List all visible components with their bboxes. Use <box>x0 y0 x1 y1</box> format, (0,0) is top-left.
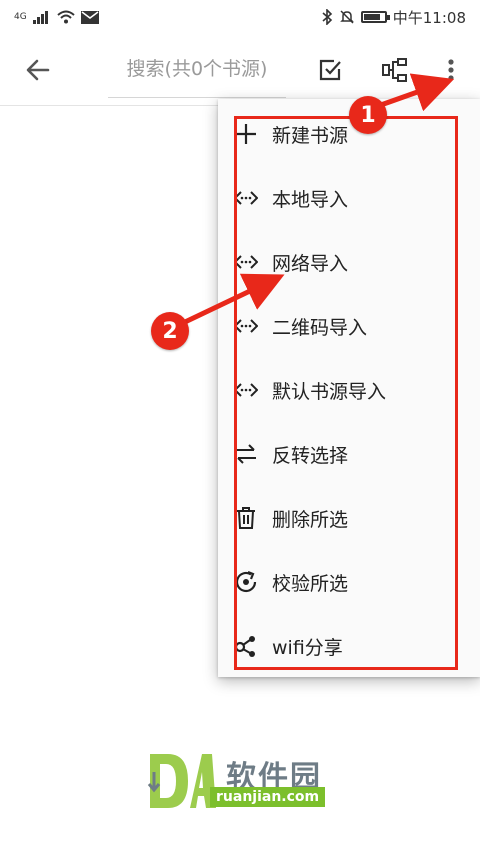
badge-step-1: 1 <box>349 96 387 134</box>
watermark-url: ruanjian.com <box>210 787 326 807</box>
menu-item-default-import[interactable]: 默认书源导入 <box>218 358 480 422</box>
clock: 中午11:08 <box>392 8 466 27</box>
network-type: 4G <box>14 12 27 22</box>
arrow-left-icon[interactable] <box>22 54 54 86</box>
highlight-box <box>234 116 458 670</box>
import-icon <box>234 255 258 269</box>
mute-bell-icon <box>339 10 354 24</box>
menu-item-label: 校验所选 <box>272 572 349 595</box>
menu-item-wifi-share[interactable]: wifi分享 <box>218 614 480 678</box>
group-icon[interactable] <box>381 56 409 84</box>
menu-item-delete-selected[interactable]: 删除所选 <box>218 486 480 550</box>
battery-icon <box>360 11 390 23</box>
status-bar: 4G 中午11:08 <box>0 0 480 34</box>
toolbar: 搜索(共0个书源) <box>0 34 480 106</box>
watermark: 软件园 ruanjian.com <box>146 750 336 812</box>
trash-icon <box>237 507 255 529</box>
badge-step-2: 2 <box>151 312 189 350</box>
menu-item-label: 二维码导入 <box>272 316 368 339</box>
select-all-icon[interactable] <box>316 56 344 84</box>
mail-icon <box>80 10 99 24</box>
menu-item-new-source[interactable]: 新建书源 <box>218 102 480 166</box>
search-input[interactable]: 搜索(共0个书源) <box>108 56 286 98</box>
menu-item-label: 反转选择 <box>272 444 349 467</box>
check-refresh-icon <box>235 570 257 593</box>
search-placeholder: 搜索(共0个书源) <box>126 58 268 80</box>
menu-item-label: 新建书源 <box>272 124 349 147</box>
menu-item-invert-selection[interactable]: 反转选择 <box>218 422 480 486</box>
status-right: 中午11:08 <box>321 7 466 28</box>
wifi-icon <box>57 10 75 24</box>
signal-icon <box>32 11 48 24</box>
da-logo-icon <box>147 754 216 808</box>
menu-item-label: 网络导入 <box>272 252 349 275</box>
menu-item-label: 删除所选 <box>272 508 349 531</box>
menu-item-label: wifi分享 <box>272 636 343 659</box>
overflow-menu: 新建书源 本地导入 网络导入 二维码导入 默认书源导入 反转选择 <box>218 99 480 677</box>
plus-icon <box>236 124 256 144</box>
menu-item-label: 默认书源导入 <box>272 380 387 403</box>
menu-item-network-import[interactable]: 网络导入 <box>218 230 480 294</box>
swap-icon <box>236 444 256 464</box>
more-vert-icon[interactable] <box>437 56 465 84</box>
bluetooth-icon <box>322 9 332 25</box>
status-left: 4G <box>14 10 99 24</box>
menu-item-label: 本地导入 <box>272 188 349 211</box>
menu-item-check-selected[interactable]: 校验所选 <box>218 550 480 614</box>
menu-item-local-import[interactable]: 本地导入 <box>218 166 480 230</box>
